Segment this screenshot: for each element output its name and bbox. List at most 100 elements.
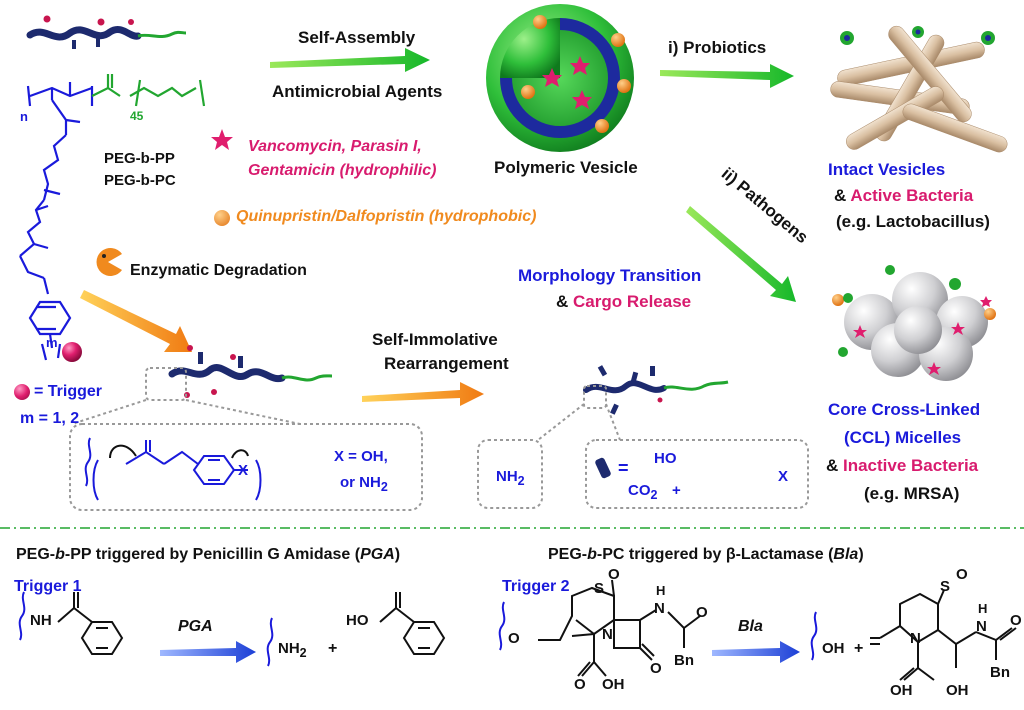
right-title-abbr: Bla [833,546,859,563]
trigger-ball-structure [62,342,82,362]
self-immolative-label-2: Rearrangement [384,354,509,373]
peg-pp-label: PEG-b-PP [104,150,175,167]
trigger2-nh-h: H [656,583,666,598]
cargo-release-label: Cargo Release [573,292,692,311]
trigger2-product-nh-h: H [978,601,988,616]
trigger1-plus: + [328,640,338,657]
trigger2-sulfoxide-o: O [608,566,620,583]
right-title-post: -PC triggered by β-Lactamase ( [596,546,834,563]
plus-sign-mech: + [672,482,681,499]
trigger1-amine-sub: 2 [299,646,307,660]
trigger2-n: N [602,626,613,643]
m-subscript: m [46,335,58,350]
trigger2-lactam-o: O [650,660,662,677]
intact-vesicles-label: Intact Vesicles [828,160,946,179]
trigger2-product-sulfoxide-o: O [956,566,968,583]
trigger2-product-n: N [910,630,921,647]
bla-arrow [712,641,800,663]
pga-arrow-label: PGA [178,618,213,635]
trigger-legend-icon [14,384,30,400]
right-title-b: b [587,546,597,563]
dashed-zoom-lines [69,367,809,511]
trigger2-product-s: S [940,578,951,595]
polymer-chain-top [26,15,187,49]
morphology-transition-label: Morphology Transition [518,266,702,285]
hydrophobic-ball-icon [214,210,230,226]
self-immolative-arrow [362,382,484,406]
peg-subscript-45: 45 [130,109,144,123]
trigger2-bn: Bn [674,652,694,669]
trigger2-products [810,589,1017,681]
enzymatic-degradation-arrow [80,290,192,352]
right-title-pre: PEG- [548,546,588,563]
probiotics-arrow [660,64,794,88]
trigger2-label: Trigger 2 [502,578,570,595]
enzyme-pacman-icon [96,248,122,276]
self-assembly-arrow [270,48,430,72]
hydrophilic-agents-line1: Vancomycin, Parasin I, [248,138,422,155]
antimicrobial-agents-label: Antimicrobial Agents [272,82,443,101]
benzyl-alcohol-ho: HO [654,450,677,467]
trigger-legend-label: = Trigger [34,383,103,400]
trigger2-product-nh-n: N [976,618,987,635]
ccl-micelles [844,272,988,381]
and-label-2: & [556,292,573,311]
trigger2-product-oh: OH [822,640,845,657]
lactobacillus-label: (e.g. Lactobacillus) [836,212,990,231]
left-title-b: b [55,546,65,563]
trigger2-amide-o: O [696,604,708,621]
bla-arrow-label: Bla [738,618,763,635]
trigger1-amine: NH [278,640,300,657]
degrading-polymer [168,345,333,398]
amine-product-sub: 2 [517,474,525,488]
benzyl-alcohol-x: X [778,468,789,485]
right-title-end: ) [858,546,864,563]
pacman-eye [102,254,106,258]
m-values-label: m = 1, 2 [20,410,80,427]
trigger2-product-acid1-oh: OH [890,682,913,699]
active-bacteria-label: Active Bacteria [850,186,974,205]
left-title-end: ) [394,546,401,563]
x-values-line1: X = OH, [334,448,388,465]
released-cargo [832,265,996,375]
trigger2-acid-oh: OH [602,676,625,693]
trigger2-o-linker: O [508,630,520,647]
x-substituent-label: X [238,462,249,479]
hydrophilic-agents-line2: Gentamicin (hydrophilic) [248,162,437,179]
trigger1-label: Trigger 1 [14,578,82,595]
peg-pc-label: PEG-b-PC [104,172,176,189]
trigger2-product-amide-o: O [1010,612,1022,629]
trigger2-acid-o: O [574,676,586,693]
small-vesicles-probiotics [840,26,995,45]
trigger1-products [266,592,446,667]
amine-product-label: NH [496,468,518,485]
ccl-label-line1: Core Cross-Linked [828,400,981,419]
and-label-1: & [834,186,851,205]
left-title-post: -PP triggered by Penicillin G Amidase ( [64,546,361,563]
left-title-pre: PEG- [16,546,56,563]
trigger2-s: S [594,580,605,597]
trigger2-nh-n: N [654,600,665,617]
pathogens-arrow [686,206,796,302]
trigger2-plus: + [854,640,864,657]
equals-sign: = [618,458,629,478]
polymeric-vesicle-label: Polymeric Vesicle [494,158,638,177]
hydrophobic-agent-label: Quinupristin/Dalfopristin (hydrophobic) [236,208,537,225]
trigger1-structure [18,591,124,655]
probiotics-label: i) Probiotics [668,38,767,57]
trigger2-structure [498,579,701,677]
trigger2-product-bn: Bn [990,664,1010,681]
ccl-label-line2: (CCL) Micelles [844,428,962,447]
degraded-polymer [583,365,729,415]
self-immolative-label-1: Self-Immolative [372,330,498,349]
self-immolative-structure [84,437,262,501]
mrsa-label: (e.g. MRSA) [864,484,960,503]
co2-sub: 2 [650,488,658,502]
inactive-bacteria-label: Inactive Bacteria [843,456,979,475]
polymeric-vesicle [486,4,634,152]
trigger1-ho: HO [346,612,369,629]
lactobacillus-rods [830,25,1008,153]
n-subscript: n [20,109,28,124]
